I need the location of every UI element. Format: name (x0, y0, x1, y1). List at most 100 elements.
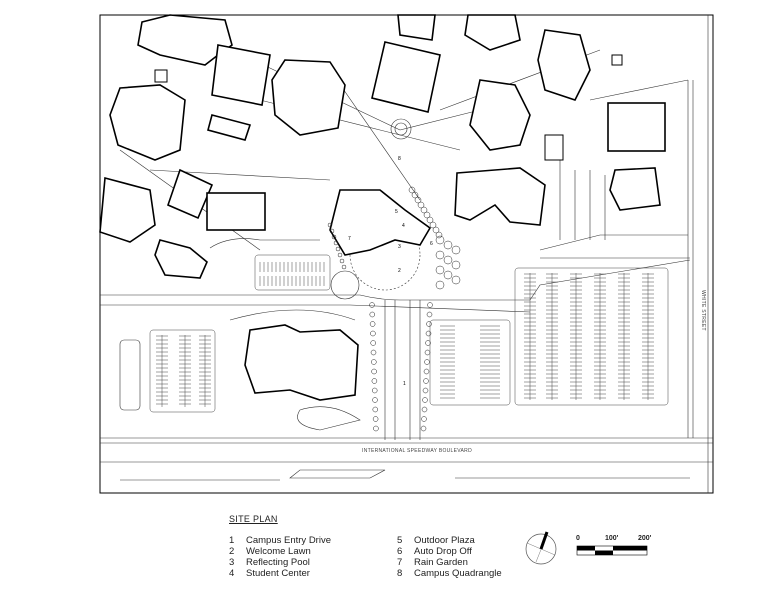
building (611, 54, 623, 66)
tree-icon (420, 206, 428, 214)
parking-lots (149, 254, 669, 413)
scale-label-200: 200' (638, 535, 652, 542)
tree-icon (435, 280, 445, 290)
buildings (99, 14, 666, 401)
parking-lot (514, 267, 669, 406)
building (154, 69, 168, 83)
tree-icon (443, 255, 453, 265)
tree-icon (435, 250, 445, 260)
building-main (244, 324, 359, 401)
tree-icon (426, 321, 432, 327)
tree-icon (329, 228, 335, 234)
tree-icon (421, 406, 428, 413)
marker-4: 4 (402, 223, 405, 229)
building (544, 134, 564, 161)
tree-icon (369, 302, 375, 308)
tree-icon (421, 416, 427, 422)
tree-icon (427, 302, 433, 308)
student-center (329, 189, 432, 256)
tree-icon (422, 397, 428, 403)
tree-icon (411, 191, 419, 199)
tree-icon (327, 222, 333, 228)
tree-icon (425, 330, 432, 337)
tree-icon (331, 234, 337, 240)
trees (327, 186, 461, 432)
tree-icon (420, 425, 427, 432)
tree-icon (337, 252, 343, 258)
tree-icon (371, 378, 378, 384)
tree-icon (424, 359, 430, 365)
building (167, 168, 214, 220)
tree-icon (371, 387, 378, 394)
tree-icon (423, 211, 431, 219)
marker-3: 3 (398, 244, 401, 250)
boulevard-label: INTERNATIONAL SPEEDWAY BOULEVARD (362, 448, 472, 454)
tree-icon (451, 245, 461, 255)
tree-icon (426, 311, 433, 318)
tree-icon (443, 240, 453, 250)
building (469, 79, 531, 151)
building (271, 59, 346, 136)
legend-title: SITE PLAN (229, 514, 278, 524)
tree-icon (451, 260, 461, 270)
tree-icon (424, 349, 431, 356)
scale-bar (576, 545, 648, 556)
building (397, 14, 436, 41)
tree-icon (435, 235, 445, 245)
scale-label-0: 0 (576, 535, 580, 542)
building (609, 167, 661, 211)
building (99, 176, 156, 243)
white-street-label: WHITE STREET (700, 290, 706, 331)
tree-icon (417, 201, 425, 209)
tree-icon (372, 406, 379, 413)
tree-icon (341, 264, 347, 270)
tree-icon (426, 216, 434, 224)
building (207, 114, 252, 141)
tree-icon (425, 340, 431, 346)
north-arrow-icon (525, 531, 557, 565)
tree-icon (414, 196, 422, 204)
building (154, 239, 208, 279)
tree-icon (372, 416, 379, 422)
tree-icon (435, 231, 443, 239)
tree-icon (408, 186, 416, 194)
scale-label-100: 100' (605, 535, 619, 542)
building (109, 84, 186, 161)
map-markers: 1 2 3 4 5 6 7 8 (348, 156, 433, 387)
marker-7: 7 (348, 236, 351, 242)
building (371, 41, 441, 113)
tree-icon (373, 425, 379, 432)
tree-icon (443, 270, 453, 280)
tree-icon (370, 330, 376, 337)
parking-lot (429, 319, 511, 406)
tree-icon (435, 265, 445, 275)
tree-icon (423, 368, 430, 375)
tree-icon (422, 387, 429, 394)
building (537, 29, 591, 101)
marker-6: 6 (430, 241, 433, 247)
tree-icon (369, 321, 376, 327)
tree-icon (372, 397, 378, 403)
tree-icon (371, 359, 377, 365)
building (206, 192, 266, 231)
tree-icon (429, 221, 437, 229)
tree-icon (370, 349, 377, 356)
parking-lot (254, 254, 331, 291)
tree-icon (371, 368, 377, 375)
tree-icon (432, 226, 440, 234)
building (607, 102, 666, 152)
building (211, 44, 271, 106)
tree-icon (370, 340, 376, 346)
marker-8: 8 (398, 156, 401, 162)
building (464, 14, 521, 51)
